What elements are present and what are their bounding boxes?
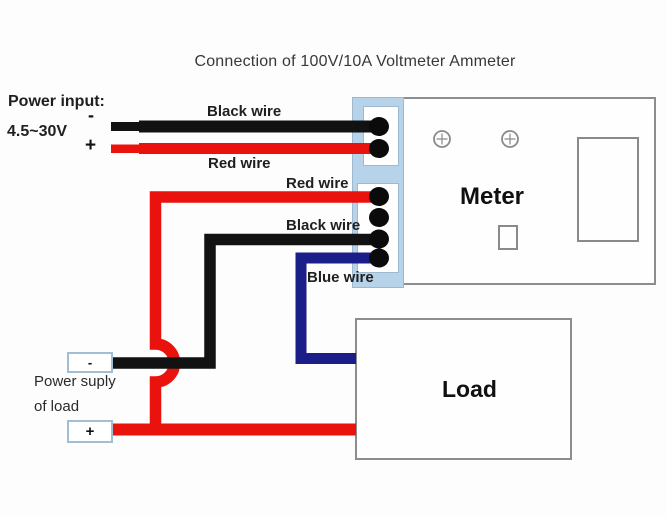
black-wire-sense: [113, 233, 374, 369]
meter-title: Meter: [460, 183, 525, 210]
load-supply-minus-terminal: -: [67, 352, 113, 373]
power-input-plus-sign: +: [85, 135, 97, 156]
power-input-range: 4.5~30V: [7, 123, 68, 140]
screw-circle: [433, 130, 451, 148]
label-blue-wire: Blue wire: [307, 269, 374, 286]
power-input-minus-sign: -: [88, 105, 94, 125]
screw-icon-left: [432, 129, 452, 149]
screw-cross: [436, 133, 448, 145]
load-supply-plus-sign: +: [85, 423, 95, 440]
label-black-wire-middle: Black wire: [286, 217, 361, 234]
red-wire-stub: [111, 144, 141, 153]
meter-display-area: [577, 137, 639, 242]
connector-block-sense: [357, 183, 399, 273]
meter-button-square: [498, 225, 518, 250]
load-supply-minus-sign: -: [87, 355, 93, 370]
load-title: Load: [442, 376, 497, 402]
load-supply-label-line1: Power suply: [34, 373, 116, 390]
screw-circle: [501, 130, 519, 148]
load-supply-label-line2: of load: [34, 398, 80, 415]
load-supply-plus-terminal: +: [67, 420, 113, 443]
label-black-wire-top: Black wire: [207, 103, 282, 120]
diagram-title: Connection of 100V/10A Voltmeter Ammeter: [194, 53, 516, 70]
power-input-label: Power input:: [8, 93, 105, 110]
label-red-wire-middle: Red wire: [286, 175, 349, 192]
connector-block-power: [363, 106, 399, 166]
black-wire-stub: [111, 122, 141, 131]
screw-icon-right: [500, 129, 520, 149]
screw-cross: [504, 133, 516, 145]
label-red-wire-top: Red wire: [208, 155, 271, 172]
load-box: Load: [355, 318, 572, 460]
